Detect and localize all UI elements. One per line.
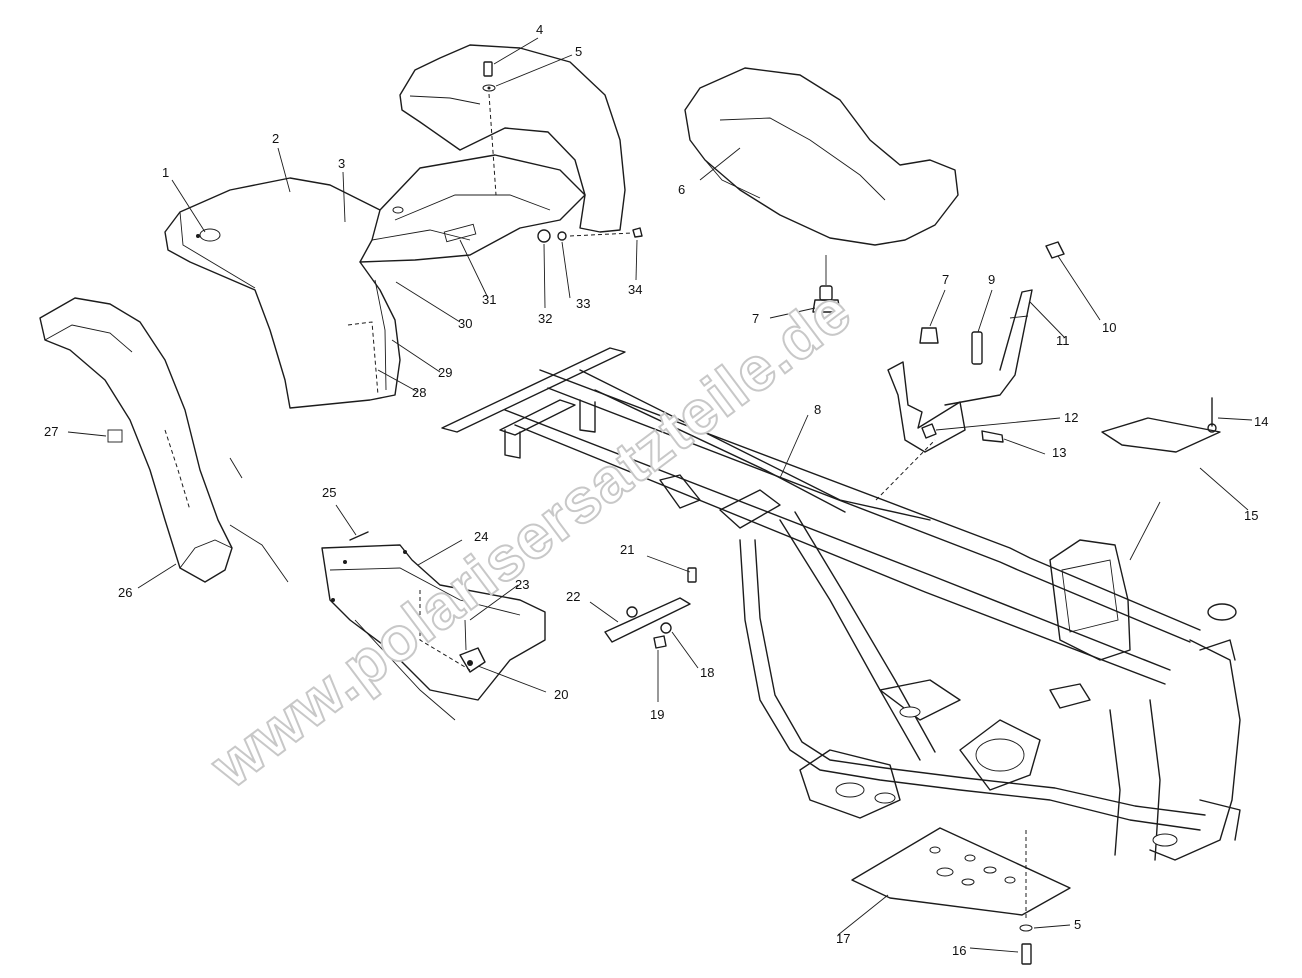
watermark-text: www.polarisersatzteile.de xyxy=(198,276,864,802)
callout-8: 8 xyxy=(814,402,821,417)
callout-11: 11 xyxy=(1056,333,1070,348)
callout-29: 29 xyxy=(438,365,452,380)
callout-32: 32 xyxy=(538,311,552,326)
rear-fender xyxy=(164,44,626,409)
callout-23: 23 xyxy=(515,577,529,592)
callout-26: 26 xyxy=(118,585,132,600)
callout-20: 20 xyxy=(554,687,568,702)
callout-7-grommet: 7 xyxy=(942,272,949,287)
callout-3: 3 xyxy=(338,156,345,171)
callout-labels: 1 2 3 4 5 6 7 7 8 9 10 11 12 13 14 15 16… xyxy=(44,22,1268,958)
fender-extension xyxy=(39,297,289,583)
seat xyxy=(684,67,959,313)
callout-12: 12 xyxy=(1064,410,1078,425)
callout-22: 22 xyxy=(566,589,580,604)
footwell-panel xyxy=(321,544,546,721)
callout-21: 21 xyxy=(620,542,634,557)
callout-4: 4 xyxy=(536,22,543,37)
callout-15: 15 xyxy=(1244,508,1258,523)
callout-34: 34 xyxy=(628,282,642,297)
callout-14: 14 xyxy=(1254,414,1268,429)
callout-17: 17 xyxy=(836,931,850,946)
callout-13: 13 xyxy=(1052,445,1066,460)
callout-30: 30 xyxy=(458,316,472,331)
callout-31: 31 xyxy=(482,292,496,307)
main-frame xyxy=(441,347,1241,861)
hardware xyxy=(349,61,1217,965)
leader-lines xyxy=(67,37,1253,953)
callout-5-bottom: 5 xyxy=(1074,917,1081,932)
callout-7-seat: 7 xyxy=(752,311,759,326)
callout-10: 10 xyxy=(1102,320,1116,335)
callout-28: 28 xyxy=(412,385,426,400)
callout-9: 9 xyxy=(988,272,995,287)
callout-33: 33 xyxy=(576,296,590,311)
callout-6: 6 xyxy=(678,182,685,197)
callout-1: 1 xyxy=(162,165,169,180)
callout-2: 2 xyxy=(272,131,279,146)
callout-18: 18 xyxy=(700,665,714,680)
callout-25: 25 xyxy=(322,485,336,500)
callout-27: 27 xyxy=(44,424,58,439)
callout-19: 19 xyxy=(650,707,664,722)
callout-24: 24 xyxy=(474,529,488,544)
callout-5-top: 5 xyxy=(575,44,582,59)
callout-16: 16 xyxy=(952,943,966,958)
brackets xyxy=(604,289,1221,916)
